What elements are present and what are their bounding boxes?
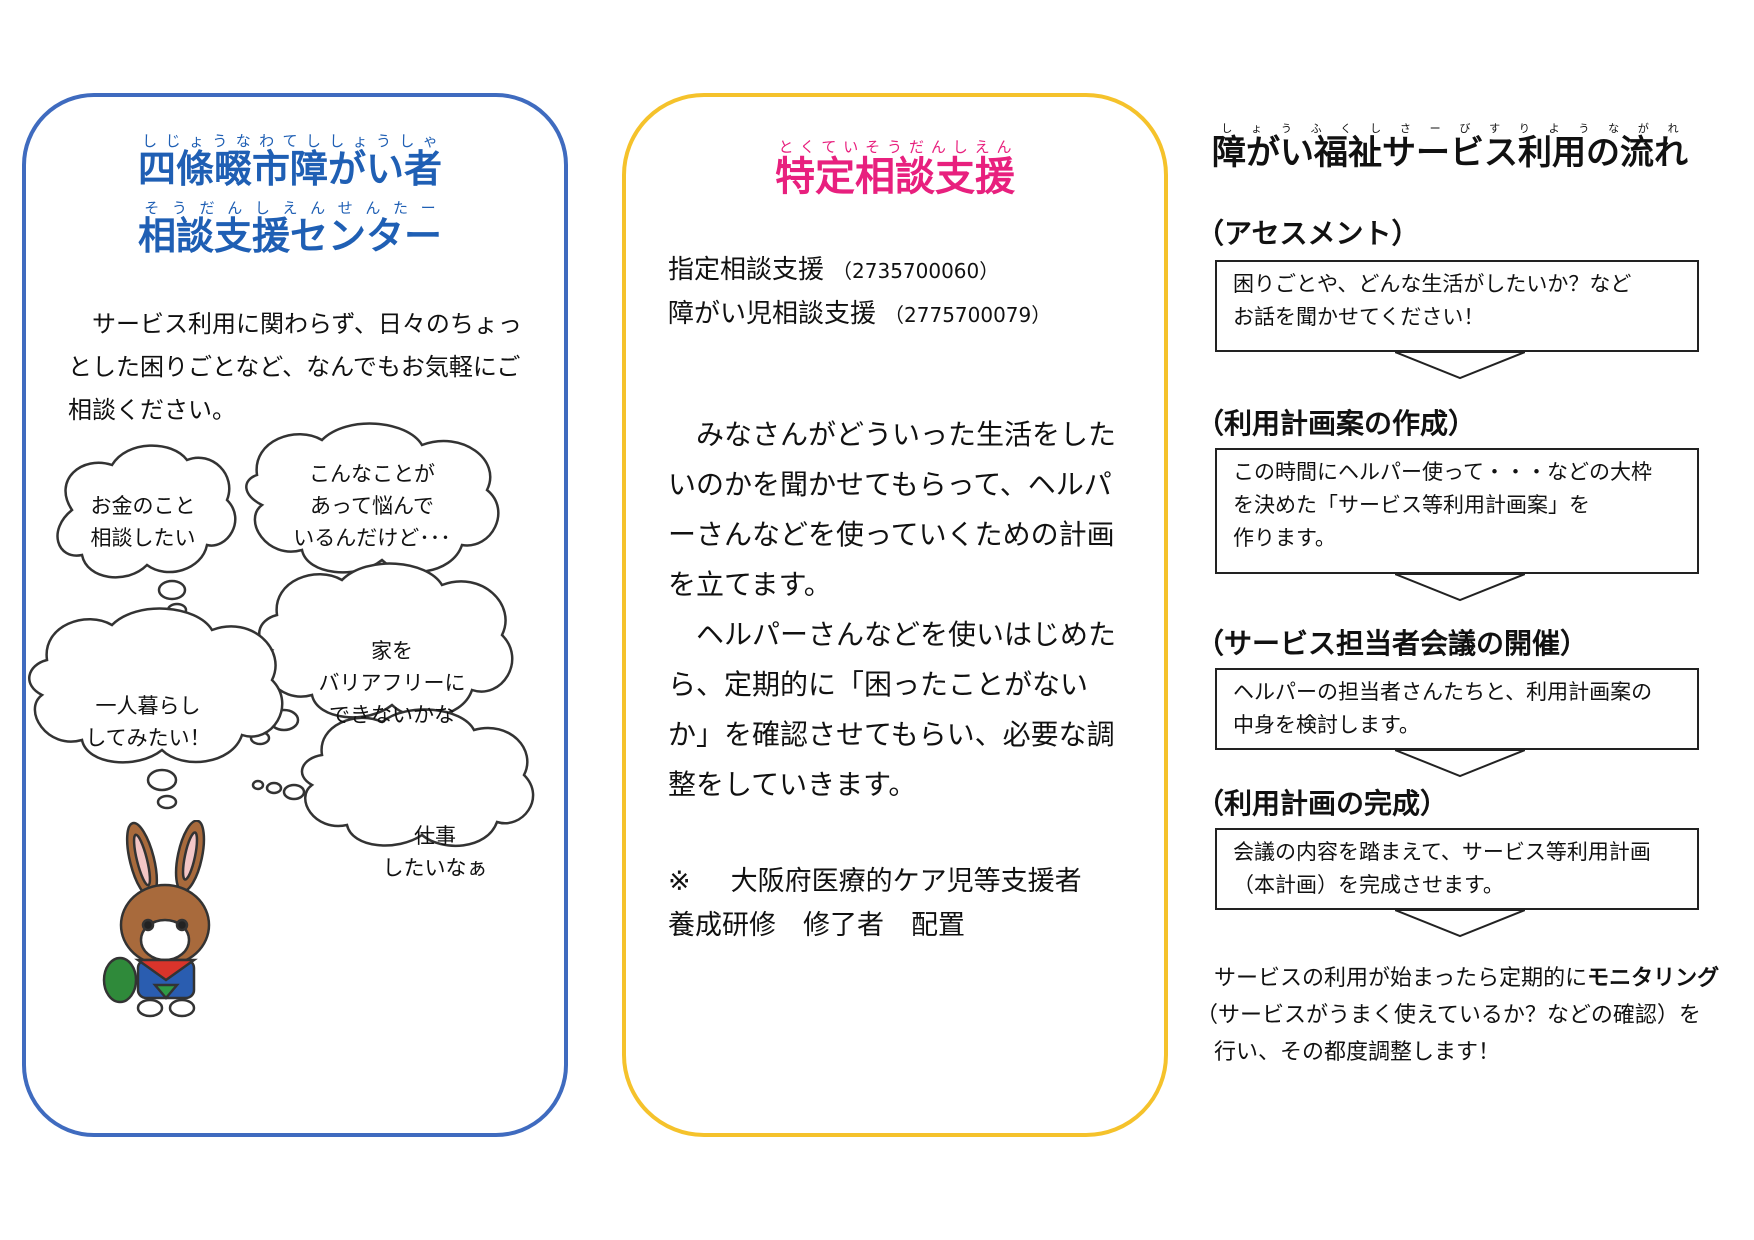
medical-care-note: ※大阪府医療的ケア児等支援者 養成研修 修了者 配置 [668, 866, 1082, 941]
bubble-cloud-4 [28, 607, 284, 764]
specific-consultation-panel [622, 93, 1168, 1137]
center-info-panel [22, 93, 568, 1137]
center-title-line1: 四條畷市障がい者しじょうなわてししょうしゃ [137, 132, 442, 191]
flow-arrow-3-icon [1395, 750, 1525, 778]
monitoring-note: サービスの利用が始まったら定期的にモニタリング （サービスがうまく使えているか？… [1196, 966, 1720, 1065]
center-title-line2: 相談支援センターそうだんしえんせんたー [137, 199, 442, 258]
thought-bubbles-illustration [28, 422, 535, 847]
flow-arrow-2-icon [1395, 574, 1525, 602]
step-label-assessment: （アセスメント） [1196, 217, 1420, 250]
bubble-cloud-5 [300, 708, 535, 847]
step-label-staff-meeting: （サービス担当者会議の開催） [1196, 627, 1589, 660]
bubble-text-work: 仕事 したいなぁ [382, 824, 488, 880]
flow-arrow-1-icon [1395, 352, 1525, 380]
bubble-cloud-2 [245, 422, 500, 574]
center-title: 四條畷市障がい者しじょうなわてししょうしゃ 相談支援センターそうだんしえんせんた… [90, 132, 490, 266]
bubble-text-money: お金のこと 相談したい [90, 494, 196, 550]
specific-consultation-description: みなさんがどういった生活をしたいのかを聞かせてもらって、ヘルパーさんなどを使って… [668, 410, 1126, 810]
step-label-plan-draft: （利用計画案の作成） [1196, 407, 1477, 440]
step-box-plan-complete: 会議の内容を踏まえて、サービス等利用計画 （本計画）を完成させます。 [1215, 828, 1699, 910]
specific-consultation-title: 特定相談支援とくていそうだんしえん [775, 138, 1015, 200]
rabbit-mascot-icon [102, 820, 211, 1018]
flow-arrow-4-icon [1395, 910, 1525, 938]
step-box-staff-meeting: ヘルパーの担当者さんたちと、利用計画案の 中身を検討します。 [1215, 668, 1699, 750]
description-paragraph-2: ヘルパーさんなどを使いはじめたら、定期的に「困ったことがないか」を確認させてもら… [668, 618, 1117, 801]
step-box-assessment: 困りごとや、どんな生活がしたいか？など お話を聞かせてください！ [1215, 260, 1699, 352]
center-intro-text: サービス利用に関わらず、日々のちょっとした困りごとなど、なんでもお気軽にご相談く… [68, 310, 522, 424]
bubble-text-worry: こんなことが あって悩んで いるんだけど･･･ [293, 462, 451, 550]
office-designated-consultation: 指定相談支援（2735700060） [668, 255, 1000, 285]
step-box-plan-draft: この時間にヘルパー使って・・・などの大枠 を決めた「サービス等利用計画案」を 作… [1215, 448, 1699, 574]
description-paragraph-1: みなさんがどういった生活をしたいのかを聞かせてもらって、ヘルパーさんなどを使って… [668, 418, 1117, 601]
bubble-text-living-alone: 一人暮らし してみたい！ [85, 694, 211, 750]
note-mark: ※ [668, 866, 691, 897]
service-flow-title: 障がい福祉サービス利用の流れしょうふくしさーびすりようながれ [1212, 122, 1688, 173]
step-label-plan-complete: （利用計画の完成） [1196, 787, 1449, 820]
office-child-consultation: 障がい児相談支援（2775700079） [668, 299, 1052, 329]
bubble-text-barrier-free: 家を バリアフリーに できないかな [318, 639, 466, 727]
bubble-cloud-1 [56, 444, 237, 579]
